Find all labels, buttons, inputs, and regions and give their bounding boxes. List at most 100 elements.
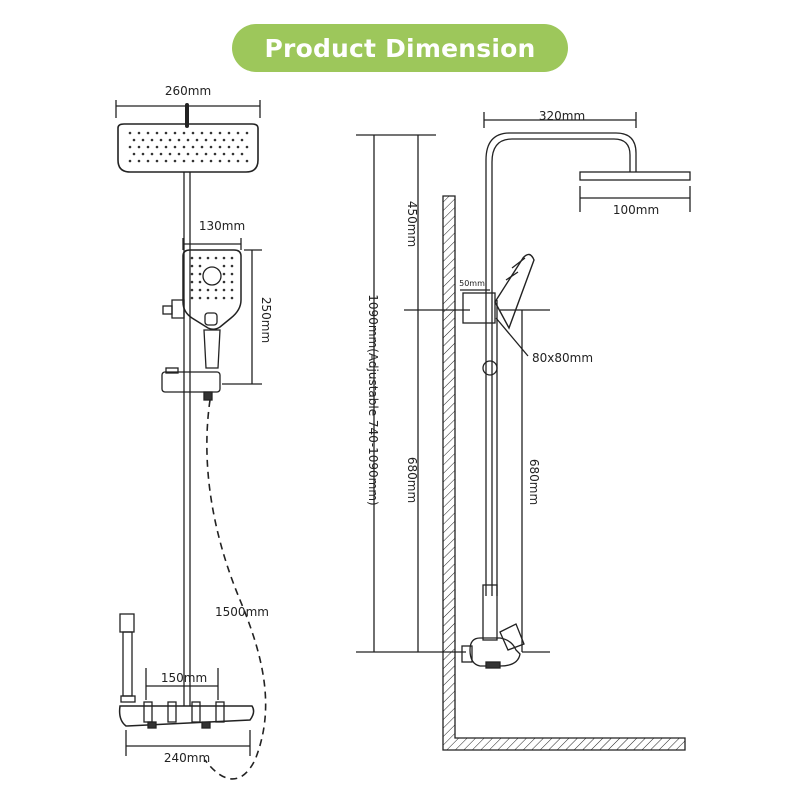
nozzle-dot: [231, 152, 235, 156]
nozzle-dot: [236, 145, 240, 149]
nozzle-dot: [198, 296, 202, 300]
hose-connector: [203, 391, 213, 401]
nozzle-dot: [213, 152, 217, 156]
label-overall-height: 1090mm(Adjustable 740-1090mm): [366, 294, 380, 505]
nozzle-dot: [222, 288, 226, 292]
nozzle-dot: [190, 280, 194, 284]
nozzle-dot: [155, 159, 159, 163]
nozzle-dot: [155, 145, 159, 149]
label-slide-height: 680mm: [527, 459, 541, 505]
nozzle-dot: [150, 152, 154, 156]
bracket-leader: [495, 317, 529, 357]
label-valve-spacing: 150mm: [161, 671, 207, 685]
nozzle-dot: [182, 159, 186, 163]
nozzle-dot: [191, 145, 195, 149]
nozzle-dot: [164, 145, 168, 149]
wall: [442, 195, 686, 751]
nozzle-dot: [164, 131, 168, 135]
handheld-side-detail: [505, 257, 526, 281]
nozzle-dot: [146, 131, 150, 135]
nozzle-dot: [155, 131, 159, 135]
nozzle-dot: [245, 159, 249, 163]
nozzle-dot: [198, 264, 202, 268]
nozzle-dot: [222, 256, 226, 260]
nozzle-dot: [177, 152, 181, 156]
nozzle-dot: [214, 256, 218, 260]
nozzle-dot: [146, 159, 150, 163]
nozzle-dot: [230, 256, 234, 260]
nozzle-dot: [206, 296, 210, 300]
side-handheld-top: [119, 613, 135, 633]
handheld-head: [182, 249, 242, 331]
nozzle-dot: [141, 152, 145, 156]
nozzle-dot: [227, 159, 231, 163]
nozzle-dot: [150, 138, 154, 142]
nozzle-dot: [218, 145, 222, 149]
label-lower-segment: 680mm: [405, 457, 419, 503]
nozzle-dot: [209, 145, 213, 149]
valve-inlet-left: [147, 721, 157, 729]
valve-button-1: [143, 701, 153, 723]
label-head-depth: 100mm: [613, 203, 659, 217]
nozzle-dot: [186, 152, 190, 156]
nozzle-dot: [200, 159, 204, 163]
nozzle-dot: [209, 159, 213, 163]
nozzle-dot: [236, 159, 240, 163]
nozzle-dot: [128, 131, 132, 135]
valve-button-3: [191, 701, 201, 723]
nozzle-dot: [159, 138, 163, 142]
label-shelf-width: 240mm: [164, 751, 210, 765]
nozzle-dot: [200, 131, 204, 135]
nozzle-dot: [227, 131, 231, 135]
label-handheld-height: 250mm: [259, 297, 273, 343]
nozzle-dot: [173, 159, 177, 163]
nozzle-dot: [190, 288, 194, 292]
page-title: Product Dimension: [264, 33, 536, 63]
nozzle-dot: [191, 159, 195, 163]
nozzle-dot: [230, 264, 234, 268]
nozzle-dot: [218, 159, 222, 163]
nozzle-dot: [230, 272, 234, 276]
side-handheld-body: [122, 631, 133, 697]
nozzle-dot: [132, 138, 136, 142]
nozzle-dot: [214, 288, 218, 292]
nozzle-dot: [222, 280, 226, 284]
riser-outer: [485, 132, 637, 596]
nozzle-dot: [128, 145, 132, 149]
nozzle-dot: [128, 159, 132, 163]
nozzle-dot: [182, 131, 186, 135]
label-bracket-size: 80x80mm: [532, 351, 593, 365]
nozzle-dot: [173, 145, 177, 149]
wall-bracket: [462, 292, 496, 324]
handheld-center: [202, 266, 222, 286]
holder-clamp: [171, 299, 185, 319]
nozzle-dot: [222, 272, 226, 276]
nozzle-dot: [240, 138, 244, 142]
nozzle-dot: [173, 131, 177, 135]
nozzle-dot: [198, 256, 202, 260]
nozzle-dot: [168, 152, 172, 156]
nozzle-dot: [230, 280, 234, 284]
nozzle-dot: [222, 296, 226, 300]
valve-button-2: [167, 701, 177, 723]
nozzle-dot: [198, 280, 202, 284]
nozzle-dot: [159, 152, 163, 156]
nozzle-dot: [198, 288, 202, 292]
rain-head-nozzles: [128, 131, 249, 163]
nozzle-dot: [209, 131, 213, 135]
slide-seat: [161, 371, 221, 393]
nozzle-dot: [222, 138, 226, 142]
nozzle-dot: [218, 131, 222, 135]
handheld-button: [204, 312, 218, 326]
handheld-handle: [203, 329, 221, 369]
nozzle-dot: [191, 131, 195, 135]
nozzle-dot: [204, 152, 208, 156]
left-front-view: [115, 100, 267, 780]
nozzle-dot: [186, 138, 190, 142]
nozzle-dot: [168, 138, 172, 142]
nozzle-dot: [198, 272, 202, 276]
valve-button-4: [215, 701, 225, 723]
nozzle-dot: [195, 138, 199, 142]
nozzle-dot: [230, 296, 234, 300]
